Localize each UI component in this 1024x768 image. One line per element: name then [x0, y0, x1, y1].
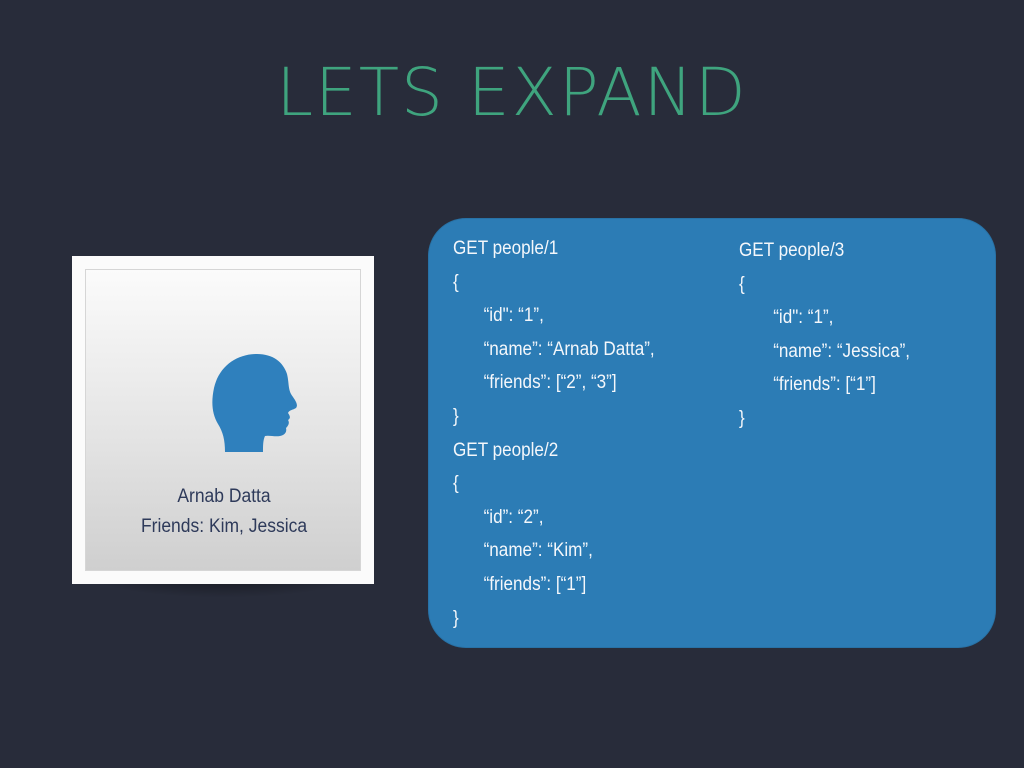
code-line: “name”: “Jessica”,	[773, 340, 911, 362]
profile-card: Arnab Datta Friends: Kim, Jessica	[72, 256, 374, 584]
code-line: “id”: “2”,	[483, 506, 544, 528]
code-line: “friends”: [“2”, “3”]	[483, 372, 617, 394]
code-line: “friends”: [“1”]	[773, 374, 876, 396]
code-line: GET people/2	[453, 439, 559, 461]
profile-friends: Friends: Kim, Jessica	[140, 516, 308, 537]
slide-title: LETS EXPAND	[276, 54, 748, 131]
code-line: {	[453, 271, 459, 293]
code-line: }	[453, 405, 459, 427]
profile-card-inner: Arnab Datta Friends: Kim, Jessica	[85, 269, 361, 571]
code-panel: GET people/1 { “id": “1”, “name”: “Arnab Da…	[428, 218, 996, 648]
code-line: GET people/3	[739, 240, 845, 261]
code-line: {	[453, 473, 459, 495]
profile-name: Arnab Datta	[177, 486, 271, 507]
code-line: “name”: “Kim”,	[483, 540, 593, 562]
code-line: }	[739, 407, 745, 429]
code-line: “friends”: [“1”]	[483, 573, 587, 595]
code-line: “id": “1”,	[483, 305, 544, 327]
code-line: {	[739, 273, 745, 295]
code-column-left: GET people/1 { “id": “1”, “name”: “Arnab Da…	[453, 232, 677, 635]
code-line: GET people/1	[453, 238, 559, 259]
code-line: “id": “1”,	[773, 307, 834, 329]
code-line: }	[453, 607, 459, 629]
code-column-right: GET people/3 { “id": “1”, “name”: “Jessica”…	[739, 234, 929, 436]
code-line: “name”: “Arnab Datta”,	[483, 338, 655, 360]
head-silhouette-icon	[212, 354, 297, 452]
